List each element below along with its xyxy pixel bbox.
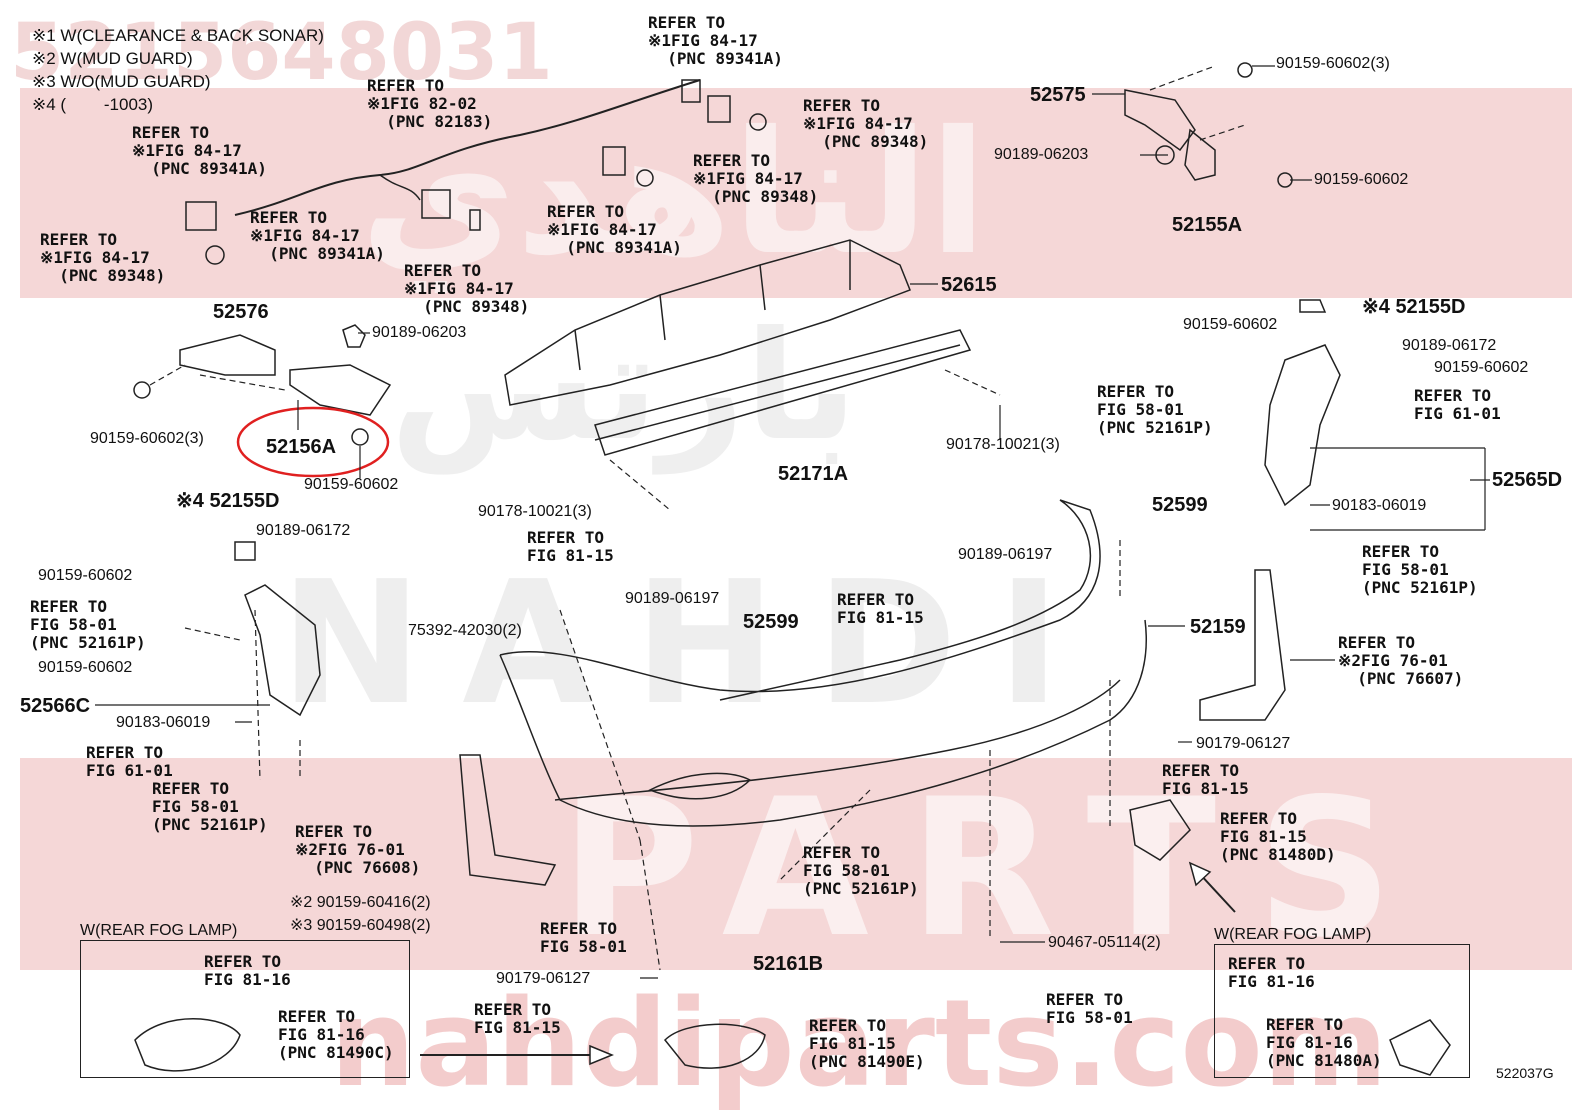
rear-fog-lamp-box-left-title: W(REAR FOG LAMP): [80, 922, 238, 939]
part-90159-60602-right-1[interactable]: 90159-60602: [1314, 171, 1409, 188]
watermark-latin-low: PARTS: [560, 758, 1434, 979]
part-52576[interactable]: 52576: [213, 301, 269, 323]
part-90189-06203-mid[interactable]: 90189-06203: [372, 324, 467, 341]
part-52599-right[interactable]: 52599: [1152, 494, 1208, 516]
callout-fig-58-01-left[interactable]: REFER TO FIG 58-01 (PNC 52161P): [30, 597, 146, 652]
watermark-site: nahdiparts.com: [330, 975, 1388, 1114]
callout-fig-84-17-89348-top[interactable]: REFER TO ※1FIG 84-17 (PNC 89348): [803, 96, 929, 151]
part-90189-06203-top[interactable]: 90189-06203: [994, 146, 1089, 163]
callout-fig-81-15-b[interactable]: REFER TO FIG 81-15: [837, 590, 924, 627]
watermark-arabic-mid: بارتس: [390, 300, 858, 474]
note-3: ※3 W/O(MUD GUARD): [32, 72, 211, 91]
callout-fig-84-17-89348-left[interactable]: REFER TO ※1FIG 84-17 (PNC 89348): [40, 230, 166, 285]
part-52171a[interactable]: 52171A: [778, 463, 849, 485]
callout-fig-84-17-89348-bottom[interactable]: REFER TO ※1FIG 84-17 (PNC 89348): [404, 261, 530, 316]
callout-fig-84-17-89341a-center[interactable]: REFER TO ※1FIG 84-17 (PNC 89341A): [547, 202, 682, 257]
callout-fig-84-17-89341a-top[interactable]: REFER TO ※1FIG 84-17 (PNC 89341A): [648, 13, 783, 68]
note-2: ※2 W(MUD GUARD): [32, 49, 193, 68]
callout-fig-81-16-81490c[interactable]: REFER TO FIG 81-16 (PNC 81490C): [278, 1007, 394, 1062]
part-90467-05114[interactable]: 90467-05114(2): [1048, 934, 1161, 951]
watermark-band-top: [20, 88, 1572, 298]
part-90189-06172-right[interactable]: 90189-06172: [1402, 337, 1497, 354]
part-90179-06127-center[interactable]: 90179-06127: [496, 970, 591, 987]
part-52155a[interactable]: 52155A: [1172, 214, 1243, 236]
part-52565d[interactable]: 52565D: [1492, 469, 1563, 491]
callout-fig-81-16-right-1[interactable]: REFER TO FIG 81-16: [1228, 954, 1315, 991]
part-52155d-left[interactable]: ※4 52155D: [176, 490, 280, 512]
callout-fig-58-01-right[interactable]: REFER TO FIG 58-01 (PNC 52161P): [1097, 382, 1213, 437]
part-90189-06172-left[interactable]: 90189-06172: [256, 522, 351, 539]
callout-fig-84-17-89348-mid[interactable]: REFER TO ※1FIG 84-17 (PNC 89348): [693, 151, 819, 206]
part-52615[interactable]: 52615: [941, 274, 997, 296]
part-90159-60602-below[interactable]: 90159-60602: [304, 476, 399, 493]
note-4: ※4 ( -1003): [32, 95, 154, 114]
part-90159-60602-left-1[interactable]: 90159-60602: [38, 567, 133, 584]
callout-fig-84-17-89341a-left[interactable]: REFER TO ※1FIG 84-17 (PNC 89341A): [132, 123, 267, 178]
part-75392-42030[interactable]: 75392-42030(2): [408, 622, 522, 639]
callout-fig-81-15-81480d[interactable]: REFER TO FIG 81-15 (PNC 81480D): [1220, 809, 1336, 864]
part-90178-10021-3-right[interactable]: 90178-10021(3): [946, 436, 1060, 453]
callout-fig-58-01-center-2[interactable]: REFER TO FIG 58-01: [540, 919, 627, 956]
part-52575[interactable]: 52575: [1030, 84, 1086, 106]
part-90159-60498[interactable]: ※3 90159-60498(2): [290, 917, 431, 934]
part-52156a-highlighted[interactable]: 52156A: [266, 436, 337, 458]
callout-fig-84-17-89341a-mid[interactable]: REFER TO ※1FIG 84-17 (PNC 89341A): [250, 208, 385, 263]
part-90159-60602-3-top[interactable]: 90159-60602(3): [1276, 55, 1390, 72]
callout-fig-61-01-left[interactable]: REFER TO FIG 61-01: [86, 743, 173, 780]
callout-fig-81-16-81480a[interactable]: REFER TO FIG 81-16 (PNC 81480A): [1266, 1015, 1382, 1070]
figure-code: 522037G: [1496, 1065, 1554, 1081]
callout-fig-58-01-left-2[interactable]: REFER TO FIG 58-01 (PNC 52161P): [152, 779, 268, 834]
callout-fig-76-01-right[interactable]: REFER TO ※2FIG 76-01 (PNC 76607): [1338, 633, 1464, 688]
callout-fig-81-15-c[interactable]: REFER TO FIG 81-15: [1162, 761, 1249, 798]
rear-fog-lamp-box-right-title: W(REAR FOG LAMP): [1214, 926, 1372, 943]
callout-fig-76-01-left[interactable]: REFER TO ※2FIG 76-01 (PNC 76608): [295, 822, 421, 877]
part-52161b[interactable]: 52161B: [753, 953, 824, 975]
part-90159-60416[interactable]: ※2 90159-60416(2): [290, 894, 431, 911]
part-52155d-right[interactable]: ※4 52155D: [1362, 296, 1466, 318]
callout-fig-81-15-a[interactable]: REFER TO FIG 81-15: [527, 528, 614, 565]
part-90159-60602-right-2[interactable]: 90159-60602: [1183, 316, 1278, 333]
part-90178-10021-3-center[interactable]: 90178-10021(3): [478, 503, 592, 520]
part-90159-60602-3-left[interactable]: 90159-60602(3): [90, 430, 204, 447]
part-90159-60602-right-3[interactable]: 90159-60602: [1434, 359, 1529, 376]
part-90183-06019-left[interactable]: 90183-06019: [116, 714, 211, 731]
part-90183-06019-right[interactable]: 90183-06019: [1332, 497, 1427, 514]
part-90179-06127-right[interactable]: 90179-06127: [1196, 735, 1291, 752]
callout-fig-81-15-81490e[interactable]: REFER TO FIG 81-15 (PNC 81490E): [809, 1016, 925, 1071]
callout-fig-82-02[interactable]: REFER TO ※1FIG 82-02 (PNC 82183): [367, 76, 493, 131]
callout-fig-61-01-right[interactable]: REFER TO FIG 61-01: [1414, 386, 1501, 423]
part-52159[interactable]: 52159: [1190, 616, 1246, 638]
callout-fig-58-01-right-2[interactable]: REFER TO FIG 58-01 (PNC 52161P): [1362, 542, 1478, 597]
watermark-part-number: 5215648031: [10, 8, 553, 98]
note-1: ※1 W(CLEARANCE & BACK SONAR): [32, 26, 324, 45]
rear-fog-lamp-box-right: [1214, 944, 1470, 1078]
watermark-arabic-top: الناهدي: [360, 95, 988, 293]
callout-fig-81-16-left-1[interactable]: REFER TO FIG 81-16: [204, 952, 291, 989]
part-52566c[interactable]: 52566C: [20, 695, 91, 717]
callout-fig-58-01-bottom[interactable]: REFER TO FIG 58-01: [1046, 990, 1133, 1027]
part-90189-06197-right[interactable]: 90189-06197: [958, 546, 1053, 563]
watermark-latin-mid: NAHDI: [280, 545, 1101, 743]
part-90159-60602-left-2[interactable]: 90159-60602: [38, 659, 133, 676]
part-90189-06197-center[interactable]: 90189-06197: [625, 590, 720, 607]
rear-fog-lamp-box-left: [80, 940, 410, 1078]
part-52599-center[interactable]: 52599: [743, 611, 799, 633]
callout-fig-81-15-bottom[interactable]: REFER TO FIG 81-15: [474, 1000, 561, 1037]
callout-fig-58-01-center[interactable]: REFER TO FIG 58-01 (PNC 52161P): [803, 843, 919, 898]
